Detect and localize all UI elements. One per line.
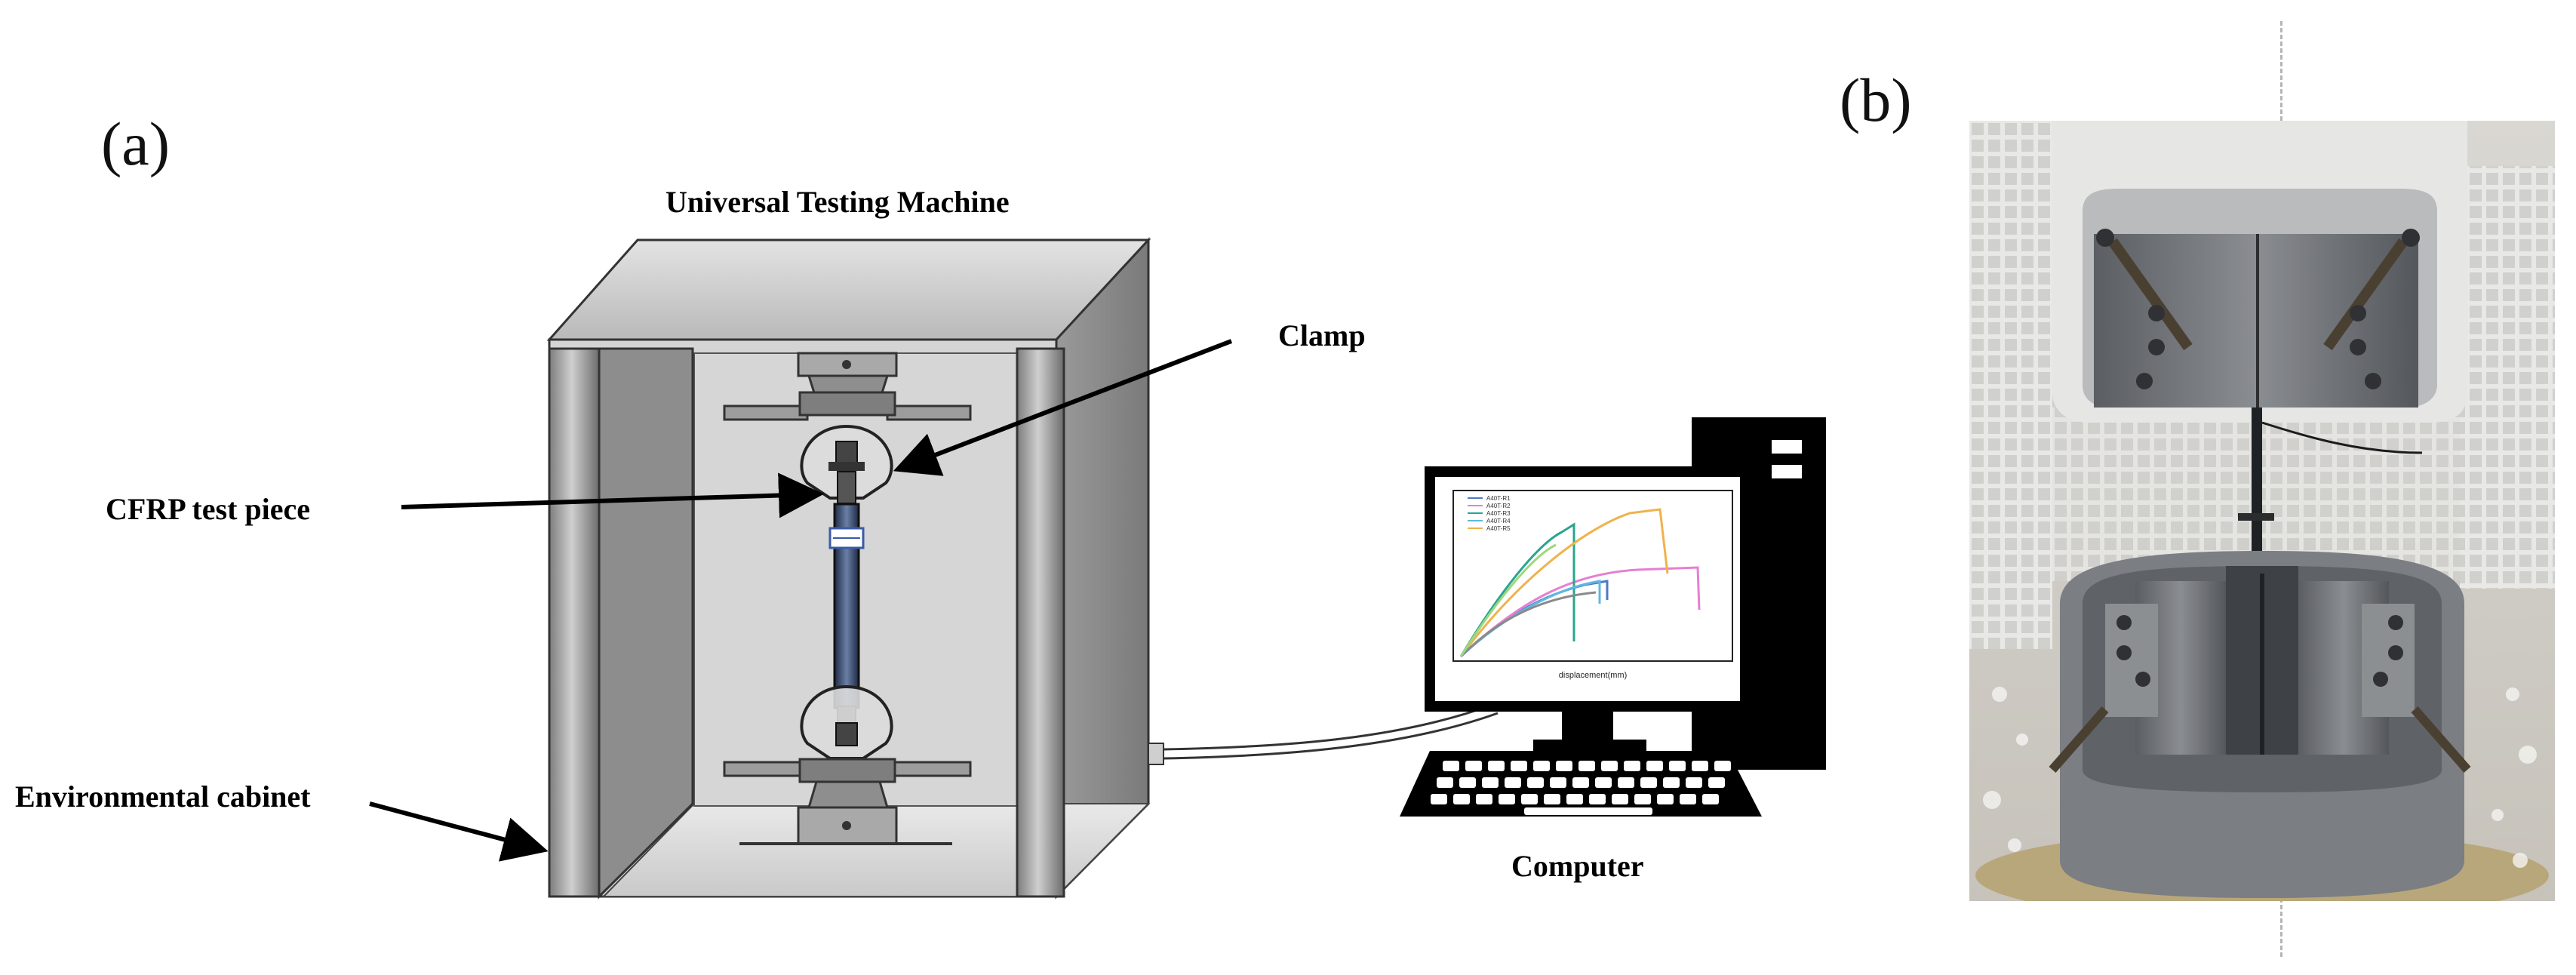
keyboard-key xyxy=(1624,761,1640,771)
keyboard-key xyxy=(1527,777,1544,788)
keyboard-key xyxy=(1702,794,1719,804)
panel-a-label: (a) xyxy=(101,109,171,178)
test-piece-label: CFRP test piece xyxy=(106,492,311,526)
keyboard-key xyxy=(1708,777,1725,788)
cabinet-floor xyxy=(601,803,1151,897)
cabinet xyxy=(546,237,1151,900)
legend-entry: A40T-R4 xyxy=(1486,518,1511,524)
keyboard-key xyxy=(1618,777,1634,788)
keyboard-key xyxy=(1680,794,1696,804)
keyboard-key xyxy=(1572,777,1589,788)
machine-title: Universal Testing Machine xyxy=(666,185,1010,219)
photo-environmental-chamber xyxy=(1969,121,2555,901)
keyboard-key xyxy=(1453,794,1470,804)
clamp-arrow xyxy=(893,339,1233,476)
legend-entry: A40T-R3 xyxy=(1486,510,1511,517)
monitor-curve xyxy=(1459,508,1669,657)
legend-entry: A40T-R1 xyxy=(1486,495,1511,502)
keyboard-key xyxy=(1511,761,1527,771)
keyboard-key xyxy=(1482,777,1499,788)
data-cable xyxy=(1148,704,1499,765)
computer-label: Computer xyxy=(1511,849,1644,883)
keyboard-key xyxy=(1601,761,1618,771)
keyboard-spacebar xyxy=(1524,807,1652,815)
keyboard-key xyxy=(1459,777,1476,788)
keyboard-key xyxy=(1634,794,1651,804)
keyboard-key xyxy=(1465,761,1482,771)
cabinet-arrow xyxy=(369,801,549,862)
cfrp-specimen xyxy=(828,503,865,709)
keyboard-key xyxy=(1533,761,1550,771)
keyboard-key xyxy=(1686,777,1702,788)
lower-grip-assembly xyxy=(723,684,972,845)
keyboard-key xyxy=(1556,761,1572,771)
keyboard-key xyxy=(1431,794,1447,804)
upper-grip-assembly xyxy=(723,352,972,504)
keyboard-key xyxy=(1589,794,1606,804)
keyboard-key xyxy=(1499,794,1515,804)
cabinet-top xyxy=(546,238,1151,341)
keyboard-key xyxy=(1505,777,1521,788)
cabinet-label: Environmental cabinet xyxy=(15,780,311,814)
keyboard-key xyxy=(1692,761,1708,771)
monitor-curve xyxy=(1459,543,1557,657)
panel-b-label: (b) xyxy=(1840,66,1912,134)
legend-entry: A40T-R2 xyxy=(1486,503,1511,509)
monitor-plot-xlabel: displacement(mm) xyxy=(1559,671,1627,680)
cabinet-right-side xyxy=(1055,237,1150,900)
left-pillar xyxy=(548,347,601,898)
keyboard-key xyxy=(1578,761,1595,771)
keyboard-key xyxy=(1521,794,1538,804)
keyboard-key xyxy=(1544,794,1560,804)
keyboard-key xyxy=(1640,777,1657,788)
keyboard-key xyxy=(1646,761,1663,771)
keyboard-key xyxy=(1488,761,1505,771)
annotation-arrows xyxy=(369,339,1233,862)
keyboard-key xyxy=(1595,777,1612,788)
right-pillar xyxy=(1016,347,1065,898)
keyboard-key xyxy=(1669,761,1686,771)
keyboard-key xyxy=(1612,794,1628,804)
keyboard-key xyxy=(1657,794,1674,804)
legend-entry: A40T-R5 xyxy=(1486,525,1511,532)
monitor-curve xyxy=(1459,591,1597,658)
keyboard-key xyxy=(1443,761,1459,771)
test-piece-arrow xyxy=(401,472,824,518)
keyboard-key xyxy=(1566,794,1583,804)
keyboard-key xyxy=(1437,777,1453,788)
keyboard-key xyxy=(1550,777,1566,788)
keyboard-key xyxy=(1476,794,1492,804)
keyboard-key xyxy=(1663,777,1680,788)
clamp-label: Clamp xyxy=(1278,318,1366,352)
keyboard-key xyxy=(1714,761,1731,771)
left-door xyxy=(598,347,694,900)
